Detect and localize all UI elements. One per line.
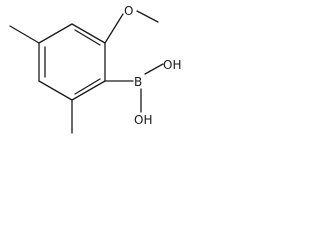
ring-double-bond-c1-c2 <box>74 29 101 46</box>
structure-canvas: O B OH OH <box>0 0 195 138</box>
methoxy-bond-c2-o <box>104 13 124 44</box>
methyl-bond-c6 <box>9 25 40 44</box>
ring-double-bond-c3-c4 <box>74 78 101 95</box>
benzene-ring <box>38 23 106 101</box>
chemical-structure: O B OH OH <box>9 4 181 134</box>
hydroxyl-top-label: OH <box>163 58 181 72</box>
methoxy-oxygen-label: O <box>124 4 133 18</box>
boron-bond-b-oh-top <box>144 63 164 75</box>
hydroxyl-bottom-label: OH <box>134 113 152 127</box>
boron-label: B <box>134 75 142 89</box>
ring-bond-c4-c5 <box>38 80 73 101</box>
ring-bond-c6-c1 <box>38 23 73 44</box>
ring-bond-c1-c2 <box>71 23 106 44</box>
ring-bond-c3-c4 <box>71 80 106 101</box>
methoxy-bond-o-ch3 <box>136 10 159 23</box>
